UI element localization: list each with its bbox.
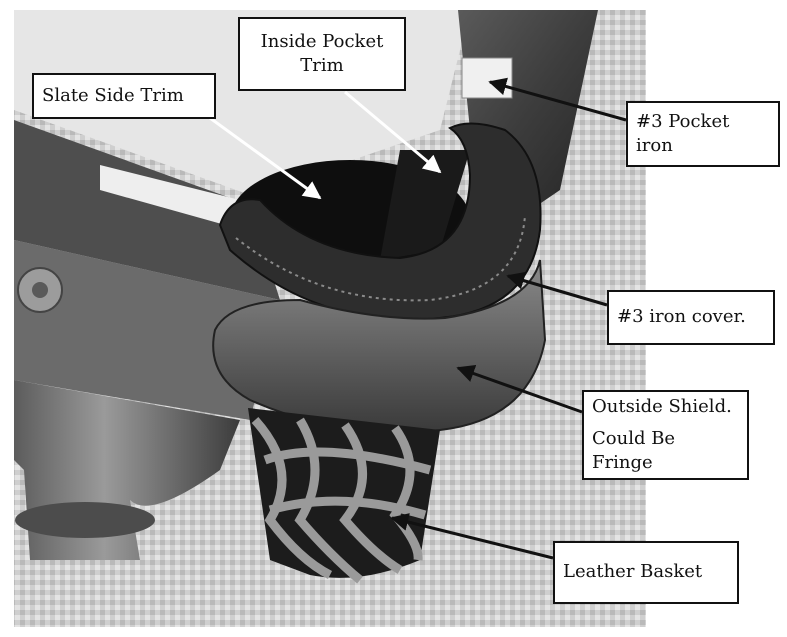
label-iron-cover: #3 iron cover.	[607, 290, 775, 345]
arrow-inside-pocket-trim	[344, 90, 442, 174]
rim-stitching	[235, 214, 526, 302]
label-leather-basket-text: Leather Basket	[563, 561, 703, 583]
arrow-pocket-iron	[488, 77, 627, 122]
label-pocket-iron-text: #3 Pocket iron	[636, 110, 730, 156]
rail-sight-insert	[461, 57, 513, 99]
label-slate-side-trim: Slate Side Trim	[32, 73, 216, 119]
label-outside-shield: Outside Shield. Could Be Fringe	[582, 390, 749, 480]
arrow-slate-side-trim	[209, 116, 322, 200]
leg-ring	[15, 502, 155, 538]
outside-shield	[212, 259, 547, 433]
label-inside-pocket-trim: Inside Pocket Trim	[238, 17, 406, 91]
label-iron-cover-text: #3 iron cover.	[617, 306, 746, 328]
table-apron	[14, 240, 280, 420]
arrow-outside-shield	[456, 364, 583, 414]
rosette-center	[32, 282, 48, 298]
slate-side-trim-strip	[100, 165, 240, 228]
label-leather-basket: Leather Basket	[553, 541, 739, 604]
label-inside-pocket-trim-line1: Inside Pocket	[260, 30, 384, 52]
label-inside-pocket-trim-line2: Trim	[300, 55, 344, 76]
label-slate-side-trim-text: Slate Side Trim	[42, 84, 184, 106]
arrow-leather-basket	[390, 513, 554, 560]
label-outside-shield-line1: Outside Shield.	[592, 395, 732, 417]
inside-pocket-trim-shape	[380, 150, 470, 260]
label-outside-shield-line2: Could Be Fringe	[592, 427, 676, 474]
label-pocket-iron: #3 Pocket iron	[626, 101, 780, 167]
arrow-iron-cover	[506, 271, 608, 307]
